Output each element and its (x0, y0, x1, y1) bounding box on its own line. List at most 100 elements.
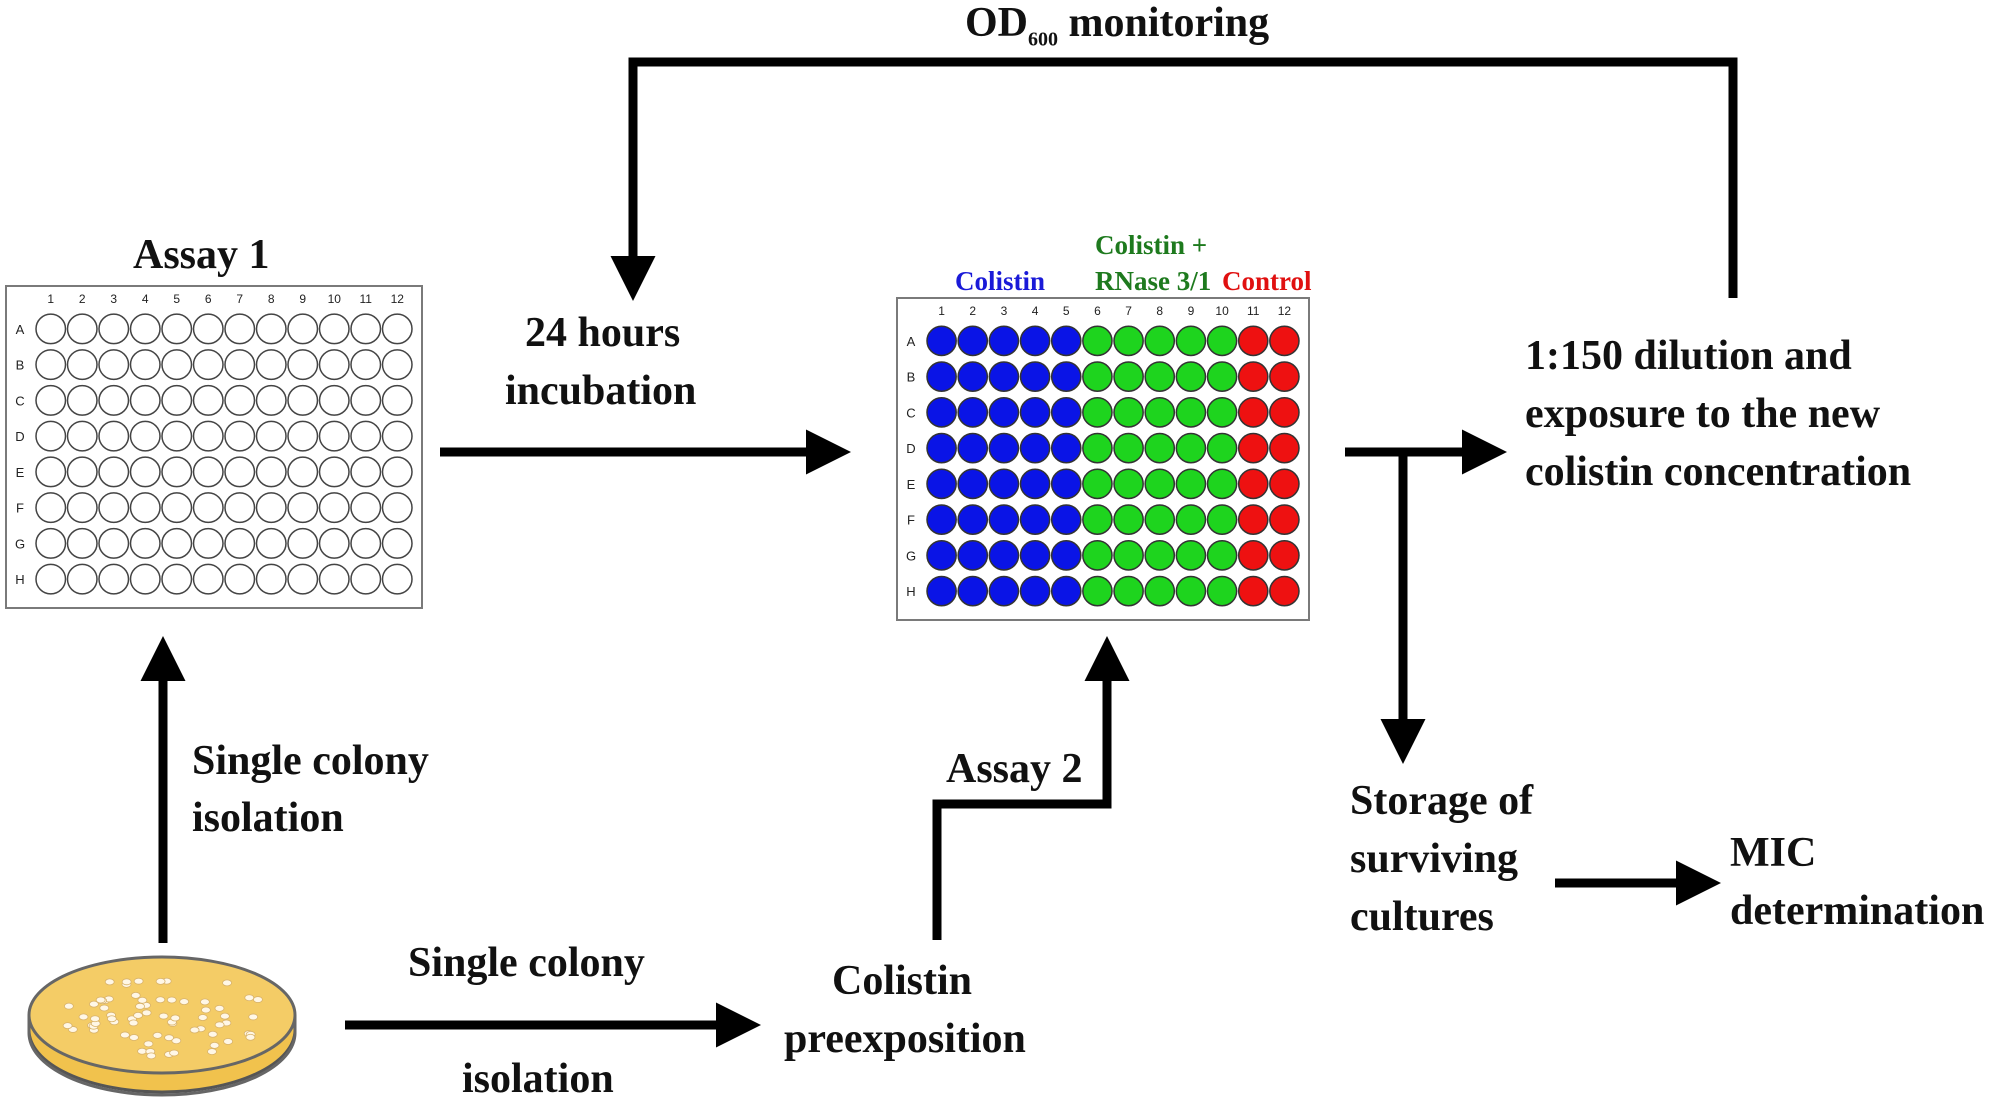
assay2-col-label: 5 (1063, 304, 1070, 318)
assay2-well (1050, 397, 1082, 428)
assay2-well (1082, 575, 1113, 607)
assay2-well (1050, 504, 1082, 535)
colony (220, 1012, 230, 1020)
assay1-col-label: 7 (236, 292, 243, 306)
assay2-well (1082, 540, 1113, 571)
assay1-well (287, 492, 319, 524)
assay1-well (224, 563, 256, 595)
od-monitoring-loop-arrow (610, 57, 1738, 301)
petri-dish-icon (27, 955, 297, 1097)
assay2-well (1113, 432, 1144, 464)
assay1-well (129, 313, 161, 345)
assay1-row-label: G (15, 536, 25, 551)
assay1-col-label: 12 (391, 292, 405, 306)
assay2-well (1144, 432, 1176, 464)
assay2-well (1175, 397, 1207, 428)
assay1-well (66, 349, 98, 381)
assay2-well (988, 325, 1020, 357)
assay1-col-label: 9 (299, 292, 306, 306)
dilution-line3: colistin concentration (1525, 449, 1912, 495)
assay1-well (161, 313, 193, 345)
assay2-well (1269, 325, 1300, 357)
colony (128, 1019, 139, 1027)
assay1-well (318, 456, 350, 488)
assay1-well (161, 492, 193, 524)
assay2-well (926, 432, 957, 464)
assay1-well (35, 349, 67, 381)
assay2-well (957, 361, 989, 392)
incubation-label-line2: incubation (505, 368, 697, 414)
assay2-well (1082, 432, 1113, 464)
assay2-well (1237, 361, 1269, 392)
assay1-well (381, 313, 413, 345)
assay2-well (1206, 540, 1238, 571)
assay2-row-label: A (907, 334, 916, 349)
assay2-well (988, 540, 1020, 571)
assay1-well (98, 349, 130, 381)
assay1-well (381, 349, 413, 381)
assay2-well (1269, 540, 1300, 571)
assay1-well (350, 420, 382, 452)
assay1-well (381, 492, 413, 524)
assay2-well (1019, 325, 1051, 357)
colony (222, 979, 232, 987)
assay1-col-label: 5 (173, 292, 180, 306)
assay1-well (350, 527, 382, 559)
assay1-col-label: 10 (328, 292, 342, 306)
assay1-well (66, 313, 98, 345)
assay2-col-label: 6 (1094, 304, 1101, 318)
assay1-well (98, 527, 130, 559)
assay1-row-label: H (15, 572, 24, 587)
assay1-well (318, 563, 350, 595)
assay2-well (988, 504, 1020, 535)
assay2-well (1050, 432, 1082, 464)
assay1-well (192, 349, 224, 381)
assay2-well (1206, 504, 1238, 535)
assay2-col-label: 11 (1247, 304, 1260, 318)
colony (129, 1034, 139, 1041)
assay1-well (192, 492, 224, 524)
assay1-well (287, 313, 319, 345)
assay2-well (957, 575, 989, 607)
colony (223, 1038, 233, 1045)
assay1-well (350, 492, 382, 524)
assay2-well (1019, 397, 1051, 428)
assay2-well (957, 504, 989, 535)
assay1-well (318, 527, 350, 559)
assay2-col-label: 9 (1188, 304, 1195, 318)
colony (137, 1047, 147, 1055)
assay1-well (287, 456, 319, 488)
assay1-well (381, 563, 413, 595)
assay2-well (1113, 361, 1144, 392)
assay2-well (1050, 361, 1082, 392)
colony (179, 998, 190, 1006)
dilution-line2: exposure to the new (1525, 391, 1881, 437)
assay1-well (35, 563, 67, 595)
assay2-col-label: 12 (1278, 304, 1292, 318)
storage-line1: Storage of (1350, 778, 1534, 824)
colistin-preexposition-line1: Colistin (832, 958, 973, 1004)
single-colony-vertical-line2: isolation (192, 795, 344, 841)
assay1-col-label: 2 (79, 292, 86, 306)
assay1-col-label: 11 (360, 292, 373, 306)
incubation-label-line1: 24 hours (525, 310, 681, 356)
assay1-well (129, 527, 161, 559)
assay2-well (1269, 397, 1300, 428)
colony (133, 1011, 143, 1019)
colony (207, 1030, 218, 1038)
assay1-title: Assay 1 (133, 232, 270, 278)
assay1-row-label: B (16, 358, 25, 373)
assay2-well (1206, 361, 1238, 392)
assay1-well (129, 456, 161, 488)
colony (248, 1013, 259, 1021)
mic-line2: determination (1730, 888, 1985, 934)
colony (63, 1002, 74, 1010)
assay2-col-label: 3 (1001, 304, 1008, 318)
assay1-well (287, 349, 319, 381)
assay2-well (988, 468, 1020, 500)
assay2-row-label: G (906, 548, 916, 563)
colony (189, 1026, 200, 1034)
colony (99, 1004, 110, 1012)
